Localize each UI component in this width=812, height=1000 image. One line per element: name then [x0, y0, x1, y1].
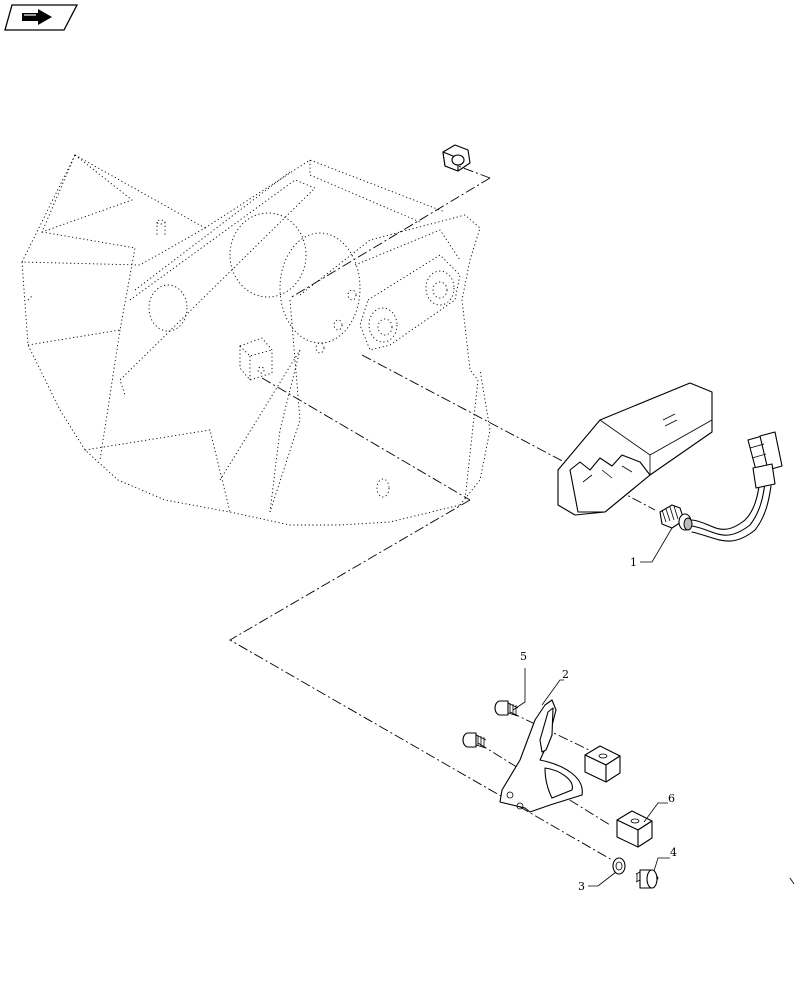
callout-5: 5 — [512, 650, 527, 711]
lock-washer — [612, 857, 626, 875]
next-page-button[interactable] — [4, 4, 79, 31]
stray-mark — [789, 877, 795, 885]
speed-sensor — [659, 431, 783, 542]
bolt-lower — [462, 732, 487, 749]
square-nut-lower — [616, 810, 653, 848]
next-page-arrow-icon — [22, 9, 52, 25]
callout-3: 3 — [578, 871, 617, 893]
wire-connector — [747, 431, 783, 489]
hex-nut — [442, 144, 471, 172]
bolt-upper — [494, 700, 519, 717]
callout-2: 2 — [541, 668, 569, 706]
callout-label-2: 2 — [562, 668, 569, 681]
callout-label-1: 1 — [630, 556, 637, 569]
cap-screw — [635, 869, 659, 889]
callout-label-5: 5 — [520, 650, 527, 663]
callout-label-3: 3 — [578, 880, 585, 893]
callout-6: 6 — [643, 792, 675, 823]
frame-assembly — [21, 154, 491, 526]
square-nut-upper — [584, 745, 621, 783]
callout-label-6: 6 — [668, 792, 675, 805]
callout-4: 4 — [653, 846, 677, 872]
mounting-bracket — [499, 699, 583, 813]
sensor-cover — [557, 382, 713, 516]
callout-label-4: 4 — [670, 846, 677, 859]
callout-1: 1 — [630, 527, 673, 569]
